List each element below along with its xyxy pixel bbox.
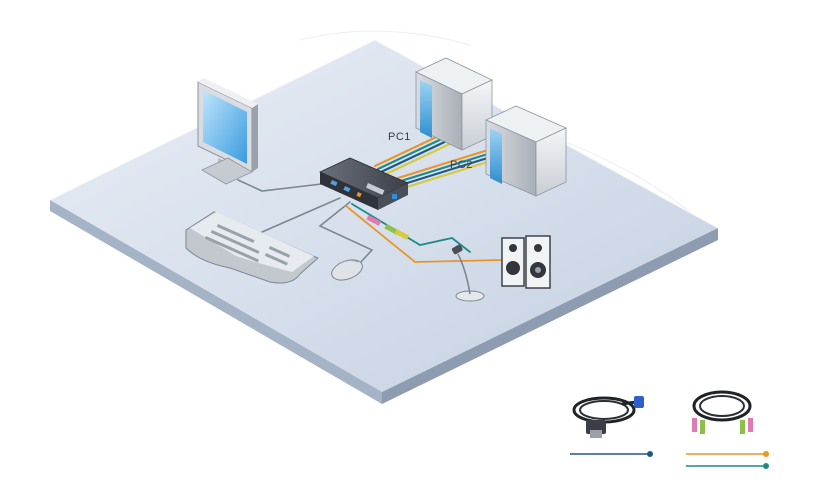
pc1-label: PC1 [388, 131, 411, 143]
cable-bundle [237, 130, 503, 264]
computer-tower-icon [485, 105, 567, 197]
speakers-icon [501, 235, 551, 289]
legend-line-kvm-cable [570, 451, 653, 457]
computer-tower-icon [415, 57, 493, 151]
audio-cable-icon [692, 390, 753, 434]
pc2-label: PC2 [450, 159, 473, 171]
legend-lines-audio-cable [686, 451, 769, 469]
floor-platform [49, 39, 719, 404]
keyboard-icon [185, 211, 319, 284]
monitor-icon [197, 78, 258, 185]
microphone-icon [451, 244, 485, 302]
mouse-icon [331, 259, 363, 281]
vga-usb-cable-icon [572, 396, 644, 438]
kvm-switch-icon [319, 157, 409, 210]
